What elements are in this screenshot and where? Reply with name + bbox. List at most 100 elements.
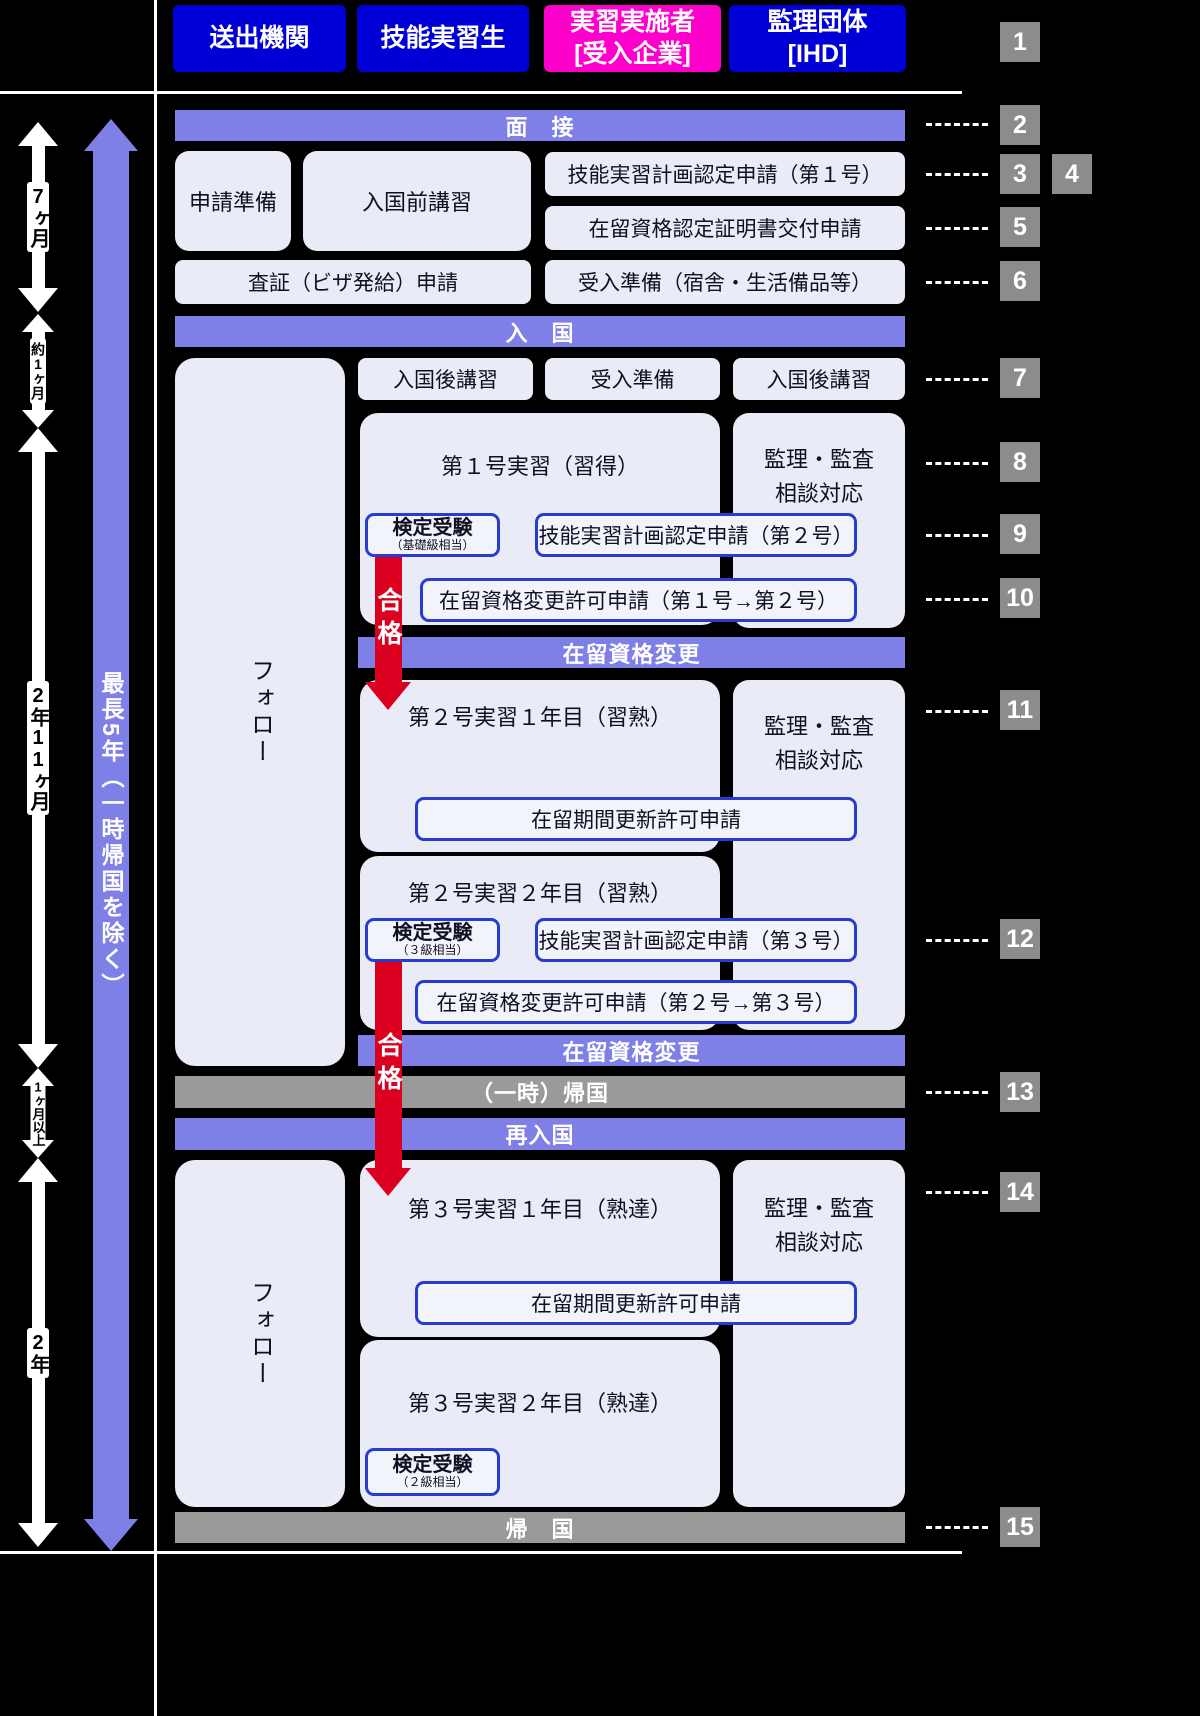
timeline-label-about-1-month: 約1ヶ月 <box>30 338 46 404</box>
column-header-supervisor-line1: 監理団体 <box>767 8 868 37</box>
arrow-down-icon <box>18 1523 58 1547</box>
timeline-arrow-about-1-month: 約1ヶ月 <box>18 314 58 428</box>
visa-application-box: 査証（ビザ発給）申請 <box>175 260 531 304</box>
column-header-sending-org-label: 送出機関 <box>209 23 310 52</box>
audit-1-line1: 監理・監査 <box>763 447 874 472</box>
status-change-application-2-3-box: 在留資格変更許可申請（第２号→第３号） <box>415 980 857 1024</box>
column-header-implementer: 実習実施者 [受入企業] <box>544 5 721 72</box>
frame-top-line <box>0 91 962 94</box>
connector-dash-9 <box>926 534 988 537</box>
connector-dash-12 <box>926 939 988 942</box>
status-change-application-1-2-box: 在留資格変更許可申請（第１号→第２号） <box>420 578 857 622</box>
step-number-14: 14 <box>1000 1172 1040 1212</box>
period-renewal-application-1-box: 在留期間更新許可申請 <box>415 797 857 841</box>
follow-box-2: フォロー <box>175 1160 345 1507</box>
arrow-down-icon <box>18 1044 58 1068</box>
step-number-13: 13 <box>1000 1072 1040 1112</box>
column-header-supervisor-line2: [IHD] <box>787 39 848 68</box>
arrow-down-icon <box>365 682 411 710</box>
acceptance-prep-2-label: 受入準備 <box>590 369 675 392</box>
timeline-label-7-months: 7ヶ月 <box>27 182 49 252</box>
step-number-11: 11 <box>1000 690 1040 730</box>
exam-basic-box: 検定受験 （基礎級相当） <box>365 513 500 557</box>
period-renewal-application-2-label: 在留期間更新許可申請 <box>531 1293 741 1316</box>
acceptance-prep-2-box: 受入準備 <box>545 358 720 400</box>
period-renewal-application-1-label: 在留期間更新許可申請 <box>531 809 741 832</box>
exam-level2-label: 検定受験 <box>392 1454 473 1477</box>
arrow-up-icon <box>18 1158 58 1182</box>
arrow-up-icon <box>22 314 54 332</box>
plan-certification-no1-box: 技能実習計画認定申請（第１号） <box>545 152 905 196</box>
coe-application-label: 在留資格認定証明書交付申請 <box>588 218 862 241</box>
training-no1-label: 第１号実習（習得） <box>440 454 639 479</box>
pre-entry-training-box: 入国前講習 <box>303 151 531 251</box>
frame-bottom-line <box>0 1551 962 1554</box>
exam-level3-label: 検定受験 <box>392 922 473 945</box>
timeline-arrow-1-month-plus: 1ヶ月以上 <box>18 1068 58 1158</box>
connector-dash-5 <box>926 227 988 230</box>
status-change-bar-2: 在留資格変更 <box>358 1035 905 1066</box>
arrow-up-icon <box>84 119 138 151</box>
arrow-up-icon <box>18 122 58 146</box>
step-number-4: 4 <box>1052 154 1092 194</box>
timeline-arrow-2y11m: 2年11ヶ月 <box>18 428 58 1068</box>
application-prep-label: 申請準備 <box>188 190 277 215</box>
audit-3-line2: 相談対応 <box>774 1230 863 1256</box>
plan-certification-no2-label: 技能実習計画認定申請（第２号） <box>538 525 854 548</box>
exam-level3-sublabel: （３級相当） <box>396 943 469 958</box>
period-renewal-application-2-box: 在留期間更新許可申請 <box>415 1281 857 1325</box>
timeline-arrow-7-months: 7ヶ月 <box>18 122 58 312</box>
connector-dash-11 <box>926 710 988 713</box>
status-change-application-1-2-label: 在留資格変更許可申請（第１号→第２号） <box>439 590 838 613</box>
post-entry-training-supervisor-box: 入国後講習 <box>733 358 905 400</box>
column-header-implementer-line1: 実習実施者 <box>569 8 695 37</box>
post-entry-training-trainee-label: 入国後講習 <box>393 369 498 392</box>
step-number-2: 2 <box>1000 105 1040 145</box>
acceptance-prep-box: 受入準備（宿舎・生活備品等） <box>545 260 905 304</box>
training-no3-y1-label: 第３号実習１年目（熟達） <box>407 1197 672 1222</box>
exam-level2-sublabel: （２級相当） <box>396 1475 469 1490</box>
follow-box-1: フォロー <box>175 358 345 1066</box>
training-no2-y1-label: 第２号実習１年目（習熟） <box>407 705 672 730</box>
visa-application-label: 査証（ビザ発給）申請 <box>248 272 458 295</box>
connector-dash-7 <box>926 378 988 381</box>
frame-vertical-line <box>154 0 157 1716</box>
temporary-return-bar: （一時）帰国 <box>175 1076 905 1108</box>
coe-application-box: 在留資格認定証明書交付申請 <box>545 206 905 250</box>
timeline-label-2-years: 2年 <box>27 1327 49 1378</box>
follow-label-2: フォロー <box>246 1279 274 1388</box>
post-entry-training-supervisor-label: 入国後講習 <box>766 369 872 392</box>
timeline-label-2y11m: 2年11ヶ月 <box>27 681 49 815</box>
plan-certification-no3-box: 技能実習計画認定申請（第３号） <box>535 918 857 962</box>
acceptance-prep-label: 受入準備（宿舎・生活備品等） <box>578 272 872 295</box>
audit-consultation-box-2: 監理・監査 相談対応 <box>733 680 905 1030</box>
column-header-sending-org: 送出機関 <box>173 5 346 72</box>
plan-certification-no3-label: 技能実習計画認定申請（第３号） <box>538 930 854 953</box>
pass-arrow-2: 合格 <box>365 962 411 1196</box>
training-no3-y2-label: 第３号実習２年目（熟達） <box>407 1391 672 1416</box>
arrow-down-icon <box>365 1168 411 1196</box>
timeline-label-max-5-years: 最長5年（一時帰国を除く） <box>98 671 124 999</box>
timeline-label-1-month-plus: 1ヶ月以上 <box>30 1075 46 1151</box>
arrow-up-icon <box>18 428 58 452</box>
status-change-bar-1: 在留資格変更 <box>358 637 905 668</box>
step-number-6: 6 <box>1000 261 1040 301</box>
interview-bar: 面 接 <box>175 110 905 141</box>
column-header-trainee-label: 技能実習生 <box>380 23 506 52</box>
connector-dash-14 <box>926 1191 988 1194</box>
post-entry-training-trainee-box: 入国後講習 <box>358 358 533 400</box>
pass-label-2: 合格 <box>374 1032 402 1098</box>
connector-dash-15 <box>926 1526 988 1529</box>
exam-basic-label: 検定受験 <box>392 517 473 540</box>
application-prep-box: 申請準備 <box>175 151 291 251</box>
final-return-bar: 帰 国 <box>175 1512 905 1543</box>
step-number-12: 12 <box>1000 919 1040 959</box>
pass-label-1: 合格 <box>374 586 402 653</box>
connector-dash-6 <box>926 281 988 284</box>
timeline-arrow-2-years: 2年 <box>18 1158 58 1547</box>
step-number-10: 10 <box>1000 578 1040 618</box>
column-header-trainee: 技能実習生 <box>357 5 529 72</box>
plan-certification-no1-label: 技能実習計画認定申請（第１号） <box>567 164 883 187</box>
connector-dash-8 <box>926 462 988 465</box>
